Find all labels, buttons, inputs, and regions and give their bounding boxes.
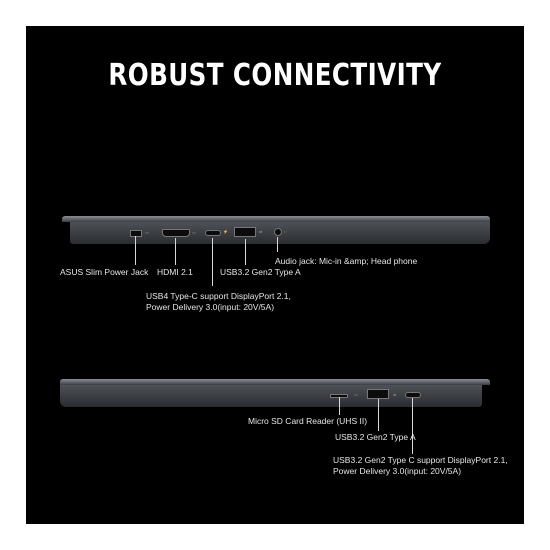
usb-icon: ⇄ — [393, 392, 397, 397]
headphone-icon: ○ — [284, 229, 287, 234]
power-jack-port — [130, 230, 142, 237]
hdmi-port — [162, 229, 190, 237]
usb4-label: USB4 Type-C support DisplayPort 2.1, Pow… — [146, 291, 291, 312]
hdmi-icon: ▭ — [192, 230, 196, 235]
usb-a-port — [367, 389, 389, 399]
laptop-left-side: ▭ ▭ ⚡ ⇄ ○ — [62, 216, 490, 244]
usb-icon: ⇄ — [259, 229, 263, 234]
page-title: ROBUST CONNECTIVITY — [108, 58, 442, 93]
leader-line-usb-a — [245, 239, 246, 265]
sd-reader-label: Micro SD Card Reader (UHS II) — [248, 416, 368, 426]
usb4-port — [205, 230, 221, 236]
laptop-lid — [62, 216, 490, 222]
leader-line-usb4 — [212, 238, 213, 286]
power-icon: ▭ — [145, 230, 149, 235]
usb-c-label: USB3.2 Gen2 Type C support DisplayPort 2… — [333, 455, 508, 476]
power-jack-label: ASUS Slim Power Jack — [60, 267, 149, 277]
usb-a-right-label: USB3.2 Gen2 Type A — [335, 432, 416, 442]
sd-icon: ▭ — [354, 392, 358, 397]
usb-a-port — [234, 227, 256, 237]
leader-line-usb-a-right — [378, 399, 379, 431]
product-banner: ROBUST CONNECTIVITY ▭ ▭ ⚡ ⇄ ○ ASUS Slim … — [26, 26, 524, 524]
leader-line-power — [135, 236, 136, 265]
hdmi-label: HDMI 2.1 — [157, 267, 193, 277]
laptop-right-side: ▭ ⇄ — [60, 379, 490, 407]
usb4-icon: ⚡ — [223, 229, 228, 234]
audio-jack-label: Audio jack: Mic-in &amp; Head phone — [275, 256, 418, 266]
leader-line-usb-c — [412, 398, 413, 454]
audio-jack-port — [274, 228, 282, 236]
laptop-lid — [60, 379, 490, 385]
leader-line-audio — [277, 237, 278, 252]
usb-c-port — [405, 392, 421, 398]
leader-line-hdmi — [175, 238, 176, 265]
leader-line-sd — [339, 397, 340, 415]
usb-a-label: USB3.2 Gen2 Type A — [220, 267, 301, 277]
